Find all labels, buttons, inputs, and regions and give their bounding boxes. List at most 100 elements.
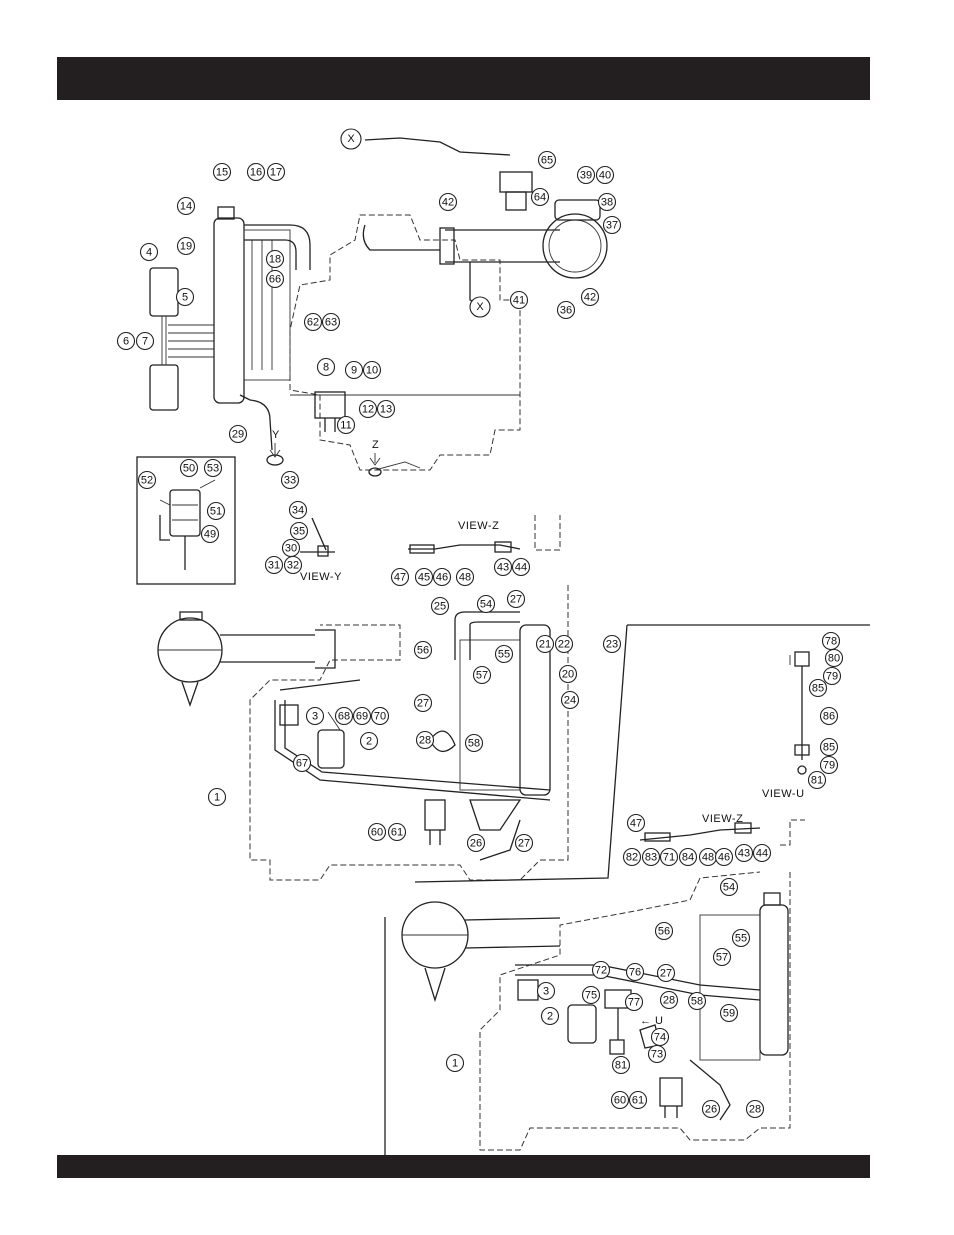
callout-number: 44 xyxy=(515,562,527,574)
callout-number: 3 xyxy=(543,986,549,998)
callout-top-19: 19 xyxy=(176,236,196,256)
callout-number: 71 xyxy=(663,852,675,864)
callout-view_z2-84: 84 xyxy=(678,847,698,867)
callout-bottom-56: 56 xyxy=(654,921,674,941)
view-z-letter: Z xyxy=(372,439,379,451)
callout-middle-1: 1 xyxy=(207,787,227,807)
callout-bottom-2: 2 xyxy=(540,1006,560,1026)
callout-number: 35 xyxy=(293,526,305,538)
callout-middle-60: 60 xyxy=(367,822,387,842)
x-marker-1: X xyxy=(340,128,362,150)
callout-number: 50 xyxy=(183,463,195,475)
callout-view_u-85b: 85 xyxy=(819,737,839,757)
callout-view_z-48: 48 xyxy=(455,567,475,587)
callout-number: 85 xyxy=(823,742,835,754)
callout-number: 46 xyxy=(718,852,730,864)
callout-top-11: 11 xyxy=(336,415,356,435)
callout-number: 81 xyxy=(811,775,823,787)
callout-top-17: 17 xyxy=(266,162,286,182)
callout-number: 59 xyxy=(723,1008,735,1020)
callout-number: 47 xyxy=(394,572,406,584)
callout-top-5: 5 xyxy=(175,287,195,307)
callout-top-38: 38 xyxy=(597,192,617,212)
callout-number: 45 xyxy=(418,572,430,584)
callout-middle-27: 27 xyxy=(506,589,526,609)
callout-number: 42 xyxy=(584,292,596,304)
callout-middle-21: 21 xyxy=(535,634,555,654)
view-u-parts xyxy=(789,651,810,775)
callout-bottom-55: 55 xyxy=(731,928,751,948)
callout-middle-55: 55 xyxy=(494,644,514,664)
view-z-label: VIEW-Z xyxy=(458,520,499,532)
callout-middle-70: 70 xyxy=(370,706,390,726)
callout-number: 39 xyxy=(580,170,592,182)
top-assembly xyxy=(149,137,608,477)
callout-number: 36 xyxy=(560,305,572,317)
callout-top-16: 16 xyxy=(246,162,266,182)
callout-number: 79 xyxy=(826,671,838,683)
callout-number: 84 xyxy=(682,852,694,864)
callout-middle-2: 2 xyxy=(359,731,379,751)
callout-number: 32 xyxy=(287,560,299,572)
callout-number: 73 xyxy=(651,1049,663,1061)
callout-number: 86 xyxy=(823,711,835,723)
callout-top-37: 37 xyxy=(602,215,622,235)
callout-top-62: 62 xyxy=(303,312,323,332)
callout-top-9: 9 xyxy=(344,360,364,380)
callout-number: 55 xyxy=(735,933,747,945)
callout-middle-24: 24 xyxy=(560,690,580,710)
callout-bottom-54: 54 xyxy=(719,877,739,897)
callout-number: 51 xyxy=(210,506,222,518)
callout-middle-54: 54 xyxy=(476,594,496,614)
header-bar xyxy=(57,57,870,100)
callout-number: 56 xyxy=(658,926,670,938)
callout-number: 47 xyxy=(630,818,642,830)
callout-number: 7 xyxy=(142,336,148,348)
callout-view_z-44: 44 xyxy=(511,557,531,577)
callout-number: 29 xyxy=(232,429,244,441)
callout-number: 26 xyxy=(705,1104,717,1116)
callout-bottom-73: 73 xyxy=(647,1044,667,1064)
callout-number: 85 xyxy=(812,683,824,695)
callout-inset-53: 53 xyxy=(203,458,223,478)
callout-view_z-45: 45 xyxy=(414,567,434,587)
callout-number: 18 xyxy=(269,254,281,266)
middle-assembly xyxy=(157,585,870,883)
callout-top-18: 18 xyxy=(265,249,285,269)
callout-number: 57 xyxy=(476,670,488,682)
callout-top-7: 7 xyxy=(135,331,155,351)
callout-number: 12 xyxy=(362,404,374,416)
callout-number: 20 xyxy=(562,669,574,681)
callout-number: 75 xyxy=(585,990,597,1002)
callout-number: 16 xyxy=(250,167,262,179)
callout-middle-67: 67 xyxy=(292,753,312,773)
callout-middle-57: 57 xyxy=(472,665,492,685)
callout-number: 57 xyxy=(716,952,728,964)
callout-view_z2-48: 48 xyxy=(698,847,718,867)
callout-number: 22 xyxy=(558,639,570,651)
callout-number: 78 xyxy=(825,636,837,648)
callout-middle-26: 26 xyxy=(466,833,486,853)
callout-number: 83 xyxy=(645,852,657,864)
callout-number: 63 xyxy=(325,317,337,329)
callout-number: 8 xyxy=(323,362,329,374)
callout-bottom-57: 57 xyxy=(712,947,732,967)
callout-number: 58 xyxy=(468,738,480,750)
callout-number: 1 xyxy=(214,792,220,804)
callout-bottom-27: 27 xyxy=(656,963,676,983)
callout-bottom-81: 81 xyxy=(611,1055,631,1075)
callout-view_y-34: 34 xyxy=(288,500,308,520)
callout-number: 41 xyxy=(513,295,525,307)
callout-top-39: 39 xyxy=(576,165,596,185)
callout-number: 27 xyxy=(417,698,429,710)
callout-view_y-35: 35 xyxy=(289,521,309,541)
callout-view_y-30: 30 xyxy=(281,538,301,558)
callout-number: 55 xyxy=(498,649,510,661)
view-y-label: VIEW-Y xyxy=(300,571,342,583)
callout-bottom-1: 1 xyxy=(445,1053,465,1073)
callout-number: 43 xyxy=(738,848,750,860)
callout-view_z-47: 47 xyxy=(390,567,410,587)
callout-inset-52: 52 xyxy=(137,470,157,490)
callout-number: 40 xyxy=(599,170,611,182)
